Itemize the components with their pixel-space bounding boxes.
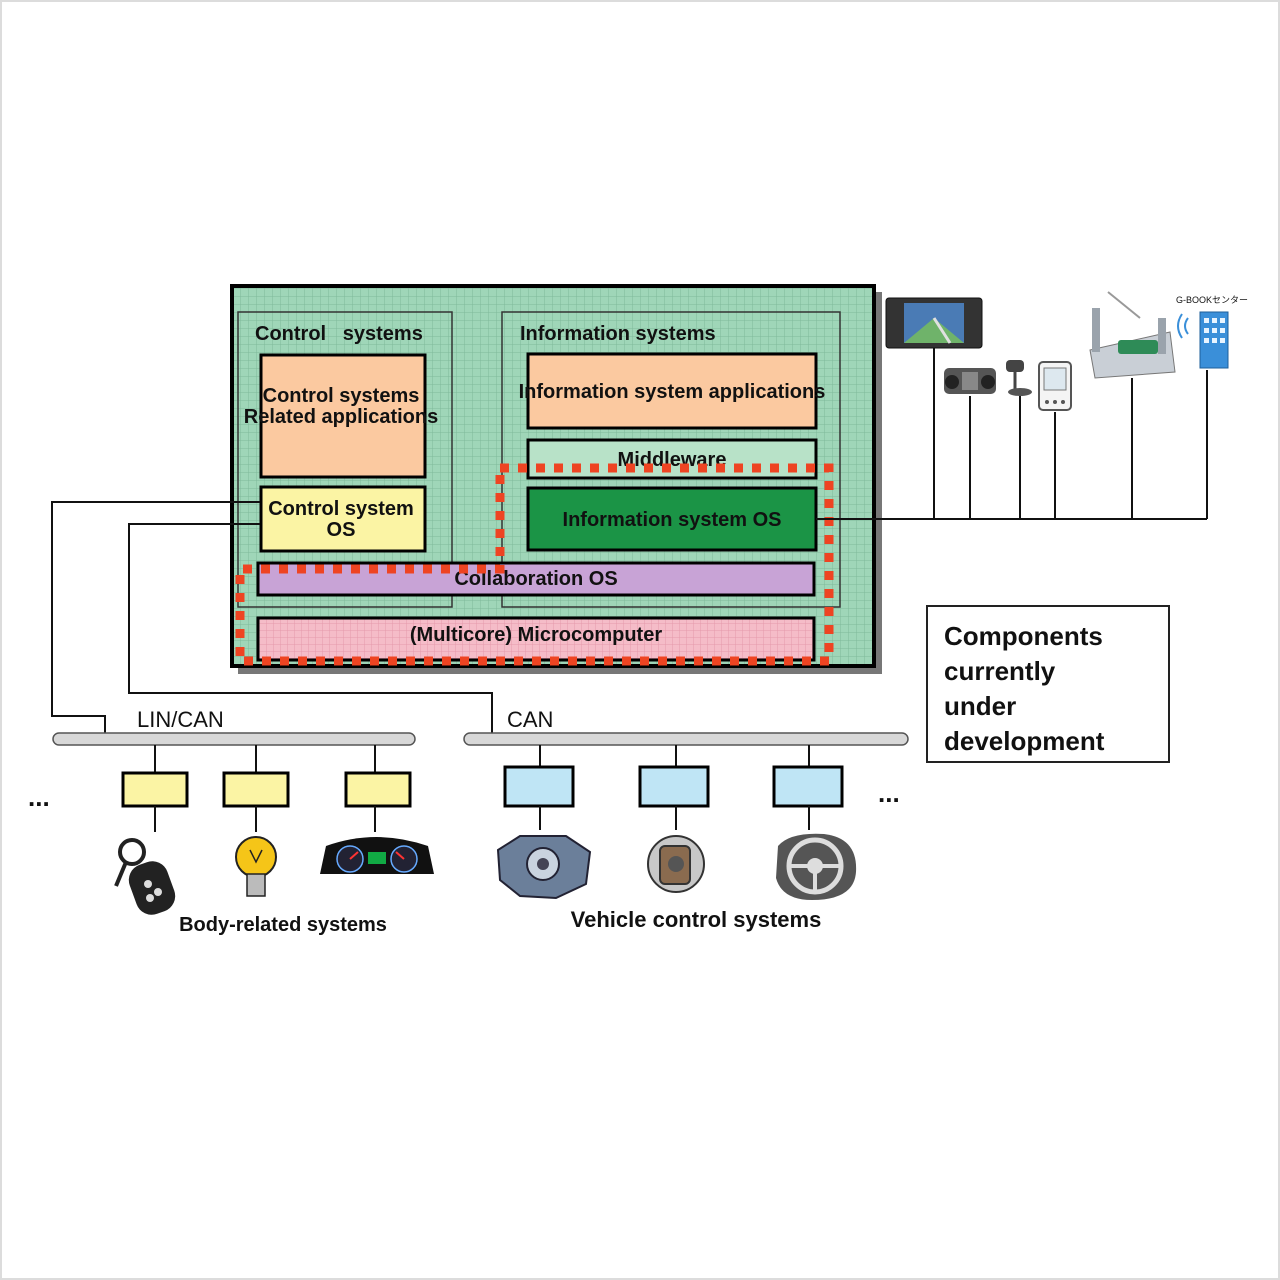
light-bulb-icon [235,836,277,897]
lin-node-2 [222,745,290,832]
legend-line-1: Components [944,621,1103,651]
microcomputer-label: (Multicore) Microcomputer [410,624,662,646]
body-related-systems-label: Body-related systems [179,914,387,936]
ellipsis-right: ... [878,778,900,808]
information-systems-column [501,311,841,608]
steering-wheel-icon [776,833,857,900]
legend-line-3: under [944,691,1017,721]
gbook-center-building-icon [1177,311,1229,369]
can-node-1 [503,745,575,830]
navigation-unit-icon [885,297,983,349]
control-apps-box [259,353,427,479]
lin-can-label: LIN/CAN [137,707,224,732]
legend-box: Components currently under development [926,605,1170,763]
control-systems-title: Control systems [255,323,423,345]
lin-can-bus [52,732,416,746]
gbook-center-label: G-BOOKセンター [1176,295,1248,305]
ellipsis-left: ... [28,782,50,812]
control-os-box [259,485,427,553]
info-apps-box [526,352,818,430]
can-node-3 [772,745,844,830]
control-os-label-2: OS [327,519,356,541]
legend-line-2: currently [944,656,1056,686]
lin-node-3 [344,745,412,832]
engine-icon [496,835,592,900]
control-os-label-1: Control system [268,498,414,520]
etc-gate-icon [1089,291,1176,379]
lin-connection-1 [51,501,260,734]
info-apps-label: Information system applications [519,381,826,403]
legend-line-4: development [944,726,1105,756]
brake-icon [647,835,705,893]
audio-system-icon [944,368,996,394]
can-bus [463,732,909,746]
collaboration-os-box [256,561,816,597]
control-apps-label-2: Related applications [244,406,439,428]
info-os-label: Information system OS [563,509,782,531]
can-label: CAN [507,707,553,732]
microphone-icon [1006,360,1032,396]
mobile-phone-icon [1038,361,1072,411]
vehicle-control-systems-label: Vehicle control systems [571,907,822,932]
control-systems-column [237,311,453,608]
info-os-box [526,486,818,552]
information-systems-title: Information systems [520,323,716,345]
lin-node-1 [121,745,189,832]
instrument-cluster-icon [320,837,434,874]
development-outline [235,463,834,666]
can-node-2 [638,745,710,830]
car-key-icon [114,838,176,915]
control-apps-label-1: Control systems [263,385,420,407]
lin-connection-2 [128,523,493,734]
